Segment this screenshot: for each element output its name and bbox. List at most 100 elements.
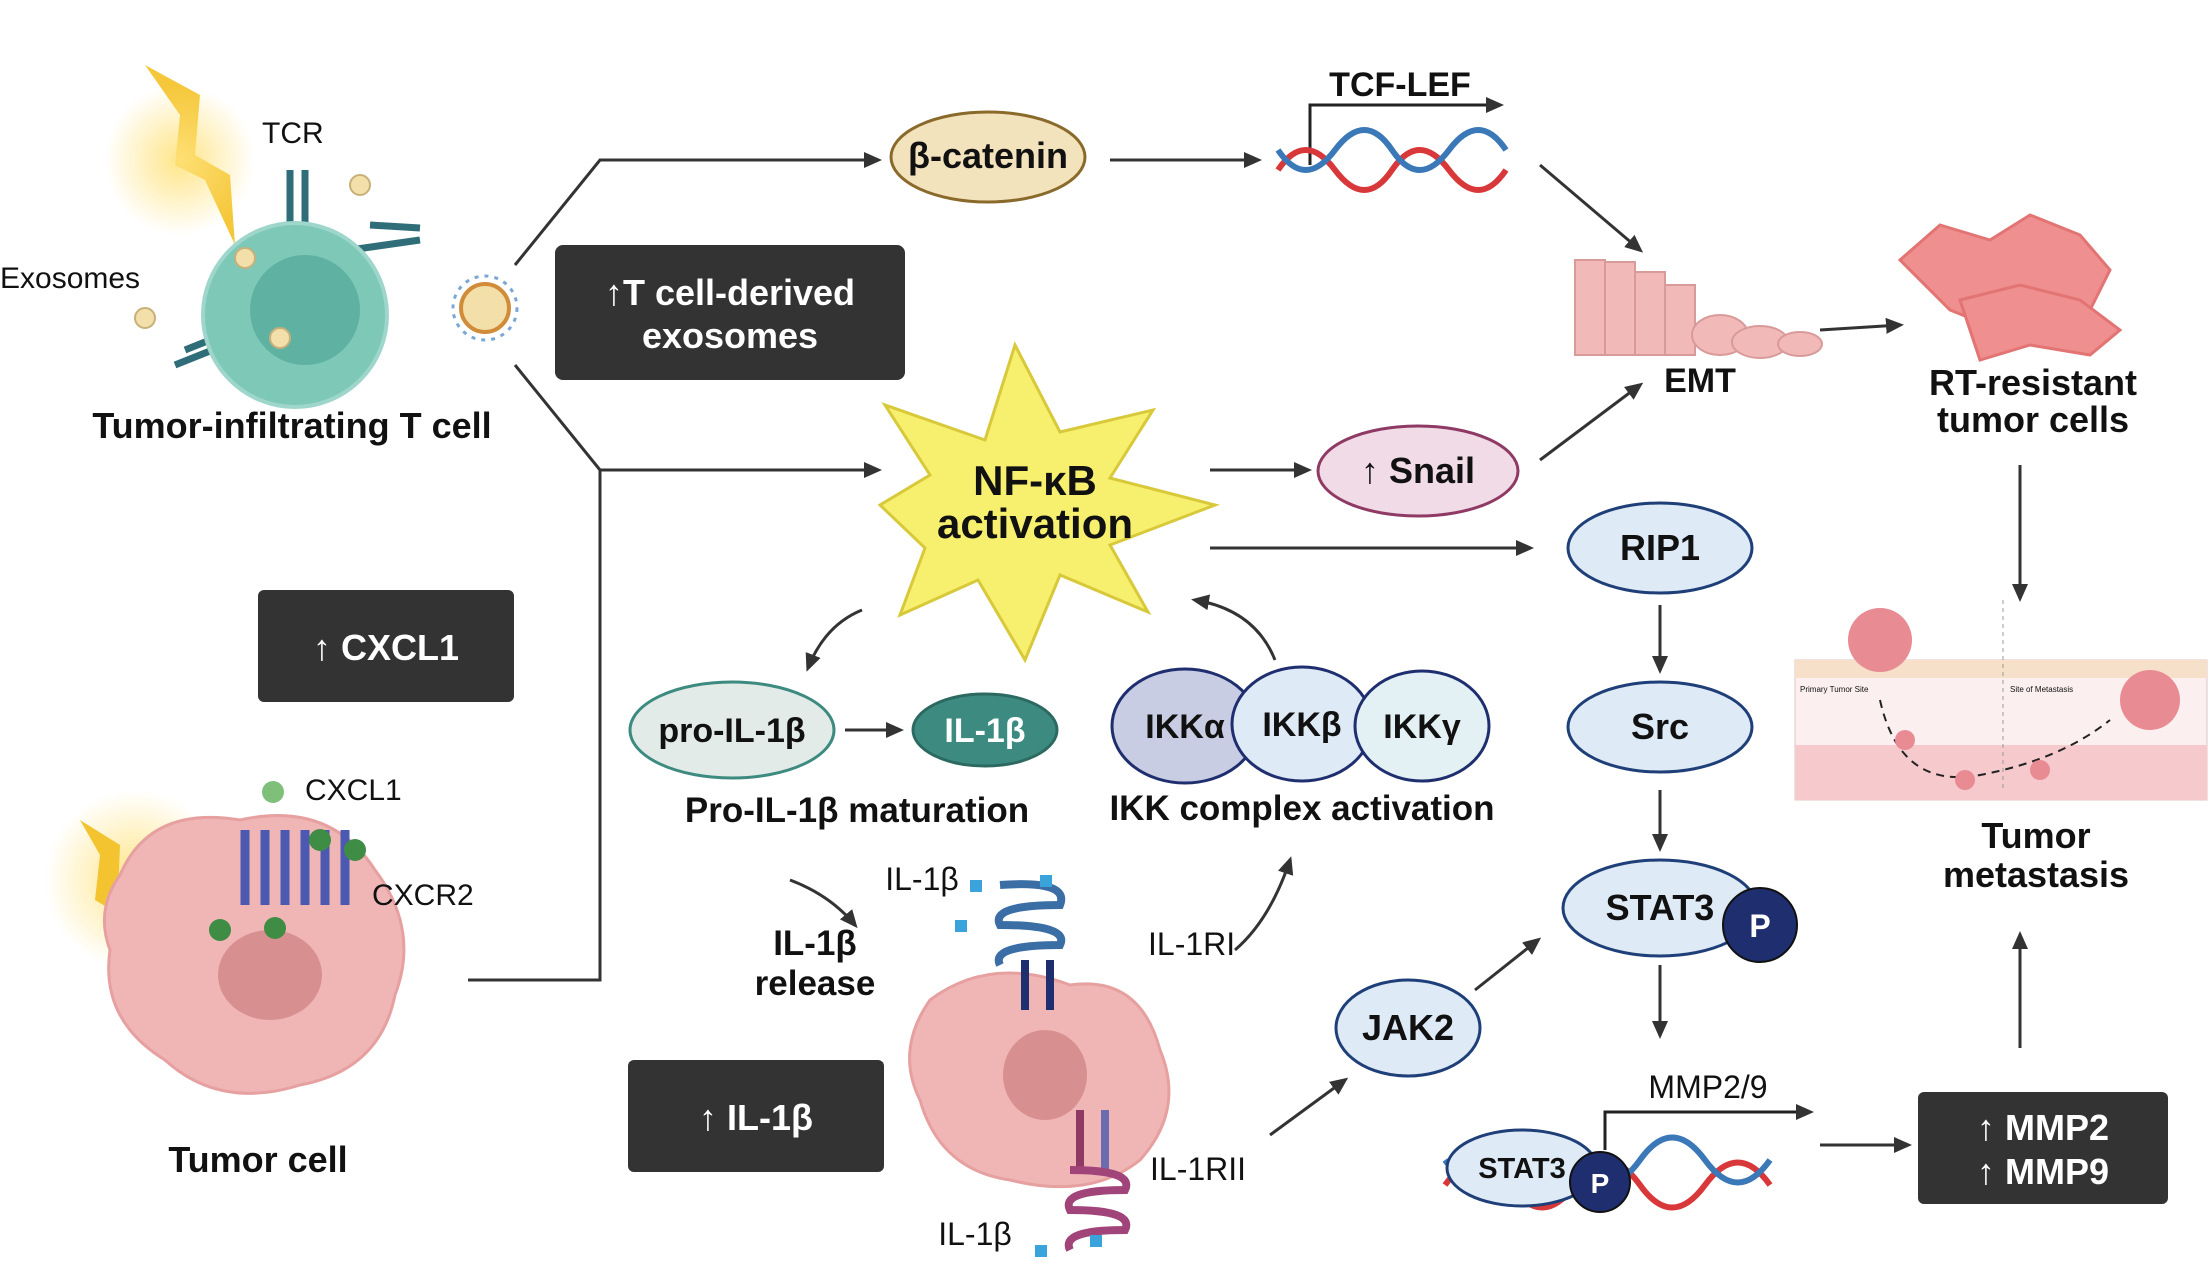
il1b-dot-icon xyxy=(1040,875,1052,887)
pro-il1b-oval xyxy=(628,680,836,780)
rt-resistant-line1: RT-resistant xyxy=(1929,362,2137,403)
rt-resistant-line2: tumor cells xyxy=(1937,399,2129,440)
exosome-icon xyxy=(269,327,291,349)
arrow-snail-to-emt xyxy=(1539,382,1644,462)
t-cell-exosomes-line1: ↑T cell-derived xyxy=(605,272,855,313)
receptor-tumor-cell-nucleus xyxy=(1003,1030,1087,1120)
stat3-p-label: P xyxy=(1749,908,1770,944)
il1rii-receptor-icon xyxy=(1064,1110,1131,1252)
src-label: Src xyxy=(1631,706,1689,747)
il1ri-receptor-icon xyxy=(994,880,1066,1010)
arrow-tcell-to-beta-catenin xyxy=(513,152,882,266)
tumor-cell-label: Tumor cell xyxy=(168,1139,347,1180)
tumor-cell-group xyxy=(45,781,406,1095)
src-oval xyxy=(1566,680,1754,774)
tcf-lef-label: TCF-LEF xyxy=(1329,66,1471,104)
il1b-mature-label: IL-1β xyxy=(944,712,1025,750)
cxcl1-box xyxy=(258,590,514,702)
tcf-lef-dna-icon xyxy=(1275,127,1509,193)
cxcl1-dot-icon xyxy=(309,829,331,851)
il1rii-label: IL-1RII xyxy=(1150,1151,1246,1187)
arrow-nfkb-to-proil1b xyxy=(805,608,863,672)
tcf-lef-start-arrow xyxy=(1308,97,1504,165)
rip1-label: RIP1 xyxy=(1620,527,1700,568)
il1b-bottom-label: IL-1β xyxy=(938,1216,1012,1252)
t-cell-nucleus xyxy=(250,255,360,365)
arrow-tumor-to-nfkb xyxy=(468,470,602,982)
pro-il1b-maturation-label: Pro-IL-1β maturation xyxy=(685,791,1029,830)
site-of-metastasis-label: Site of Metastasis xyxy=(2010,685,2073,694)
arrow-il1ri-to-ikk xyxy=(1234,856,1294,952)
t-cell-group xyxy=(105,65,519,409)
cxcl1-box-label: ↑ CXCL1 xyxy=(313,627,459,668)
t-cell-exosomes-box xyxy=(555,245,905,380)
exosome-large-icon xyxy=(459,282,511,334)
receptor-tumor-cell-group xyxy=(908,875,1171,1257)
cxcl1-label: CXCL1 xyxy=(305,774,402,807)
cxcr2-receptor-icon xyxy=(240,830,350,905)
mmp-box xyxy=(1918,1092,2168,1204)
beta-catenin-oval xyxy=(889,110,1087,204)
t-cell-exosomes-line2: exosomes xyxy=(642,315,818,356)
beta-catenin-label: β-catenin xyxy=(908,135,1068,176)
arrow-ikk-to-nfkb xyxy=(1191,594,1277,661)
mmp9-label: ↑ MMP9 xyxy=(1977,1151,2109,1192)
t-cell-label: Tumor-infiltrating T cell xyxy=(92,405,491,446)
arrow-dna-to-emt xyxy=(1539,163,1644,253)
exosome-ring-icon xyxy=(451,274,519,342)
cxcl1-dot-icon xyxy=(344,839,366,861)
arrow-tcell-to-nfkb xyxy=(513,364,882,478)
primary-tumor-site-label: Primary Tumor Site xyxy=(1800,685,1869,694)
mmp29-label: MMP2/9 xyxy=(1648,1069,1767,1105)
cxcl1-dot-icon xyxy=(264,917,286,939)
metastasis-line1: Tumor xyxy=(1981,815,2090,856)
ikkg-oval xyxy=(1353,669,1491,783)
exosomes-label: Exosomes xyxy=(0,262,140,295)
stat3-p-badge xyxy=(1722,887,1798,963)
emt-cells-icon xyxy=(1574,259,1823,359)
nfkb-line1: NF-κB xyxy=(973,457,1097,504)
jak2-oval xyxy=(1334,978,1482,1078)
il1b-dot-icon xyxy=(1035,1245,1047,1257)
ikk-activation-label: IKK complex activation xyxy=(1109,789,1494,828)
stat3-bound-label: STAT3 xyxy=(1478,1153,1566,1185)
metastasis-illustration xyxy=(1794,600,2208,801)
il1b-release-line2: release xyxy=(755,964,876,1003)
ikkg-label: IKKγ xyxy=(1383,708,1461,746)
snail-oval xyxy=(1316,424,1520,518)
stat3-label: STAT3 xyxy=(1606,887,1715,928)
arrow-jak2-to-stat3 xyxy=(1474,937,1542,992)
exosome-icon xyxy=(234,247,256,269)
il1b-mature-oval xyxy=(911,692,1059,768)
cxcl1-dot-icon xyxy=(262,781,284,803)
rt-resistant-cells-icon xyxy=(1897,213,2123,362)
arrow-il1b-release xyxy=(789,878,858,929)
nfkb-star-burst xyxy=(877,341,1220,664)
il1b-dot-icon xyxy=(1090,1235,1102,1247)
glow-icon xyxy=(105,85,255,235)
tcr-label: TCR xyxy=(262,117,324,150)
il1b-top-label: IL-1β xyxy=(885,861,959,897)
il1b-box xyxy=(628,1060,884,1172)
arrow-il1rii-to-jak2 xyxy=(1269,1077,1349,1137)
exosome-icon xyxy=(134,307,156,329)
ikka-label: IKKα xyxy=(1145,708,1225,746)
ikkb-label: IKKβ xyxy=(1262,706,1341,744)
mmp2-label: ↑ MMP2 xyxy=(1977,1107,2109,1148)
exosome-icon xyxy=(349,174,371,196)
stat3-bound-p-label: P xyxy=(1591,1168,1610,1199)
cxcl1-dot-icon xyxy=(209,919,231,941)
rip1-oval xyxy=(1566,501,1754,595)
jak2-label: JAK2 xyxy=(1362,1007,1454,1048)
tumor-cell-nucleus xyxy=(218,930,322,1020)
il1b-box-label: ↑ IL-1β xyxy=(699,1097,813,1138)
stat3-bound-p-badge xyxy=(1569,1151,1631,1213)
pro-il1b-label: pro-IL-1β xyxy=(658,712,805,750)
il1b-dot-icon xyxy=(955,920,967,932)
mmp-start-arrow xyxy=(1603,1104,1814,1150)
snail-label: ↑ Snail xyxy=(1361,450,1475,491)
connectors xyxy=(468,152,2028,1153)
arrow-emt-to-rt-resistant xyxy=(1819,317,1904,334)
